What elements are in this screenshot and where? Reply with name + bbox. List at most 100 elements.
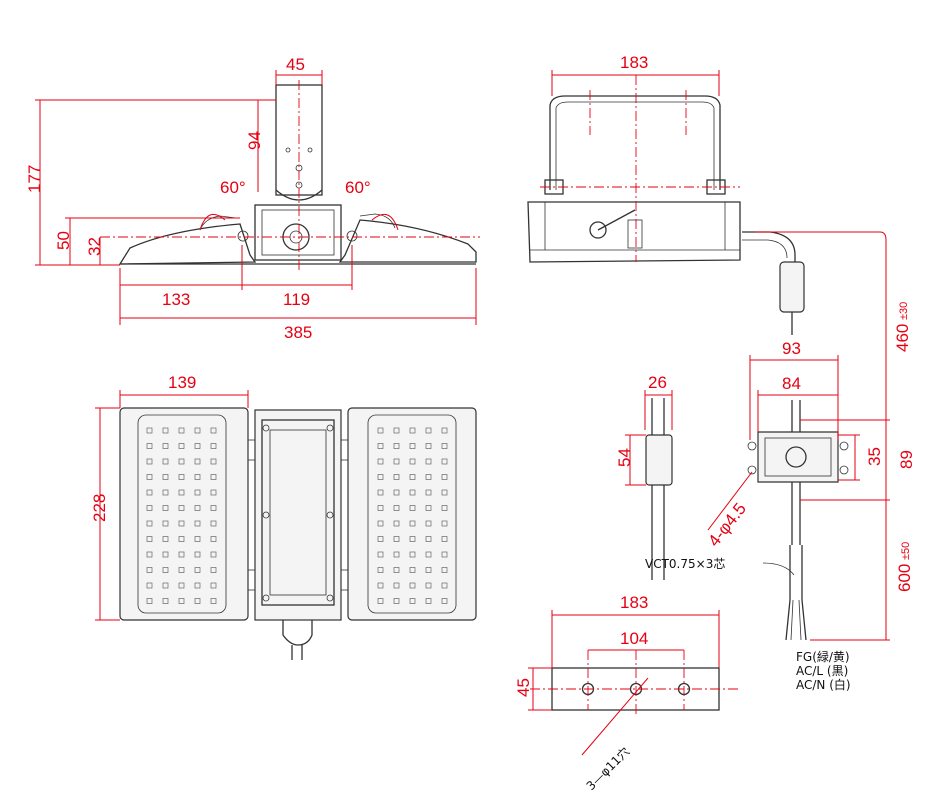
led-cell xyxy=(425,489,432,496)
led-cell xyxy=(162,567,169,573)
wire-acn-note: AC/N (白) xyxy=(796,677,851,692)
led-cell xyxy=(162,520,169,527)
bottom-view xyxy=(119,407,477,660)
led-cell xyxy=(393,551,400,558)
led-cell xyxy=(210,474,217,480)
led-cell xyxy=(377,520,384,527)
led-cell xyxy=(393,427,400,434)
bottom-dimension-lines xyxy=(95,390,249,621)
led-cell xyxy=(377,567,384,573)
led-cell xyxy=(425,474,432,480)
led-cell xyxy=(393,536,400,542)
led-cell xyxy=(377,443,384,449)
led-cell xyxy=(146,520,153,527)
led-cell xyxy=(409,582,416,589)
led-cell xyxy=(146,474,153,480)
led-cell xyxy=(210,458,217,465)
led-cell xyxy=(178,582,185,589)
led-cell xyxy=(425,536,432,542)
led-cell xyxy=(441,458,448,465)
led-cell xyxy=(210,427,217,434)
led-cell xyxy=(425,567,432,573)
led-cell xyxy=(146,489,153,496)
led-cell xyxy=(409,598,416,604)
led-cell xyxy=(409,551,416,558)
led-cell xyxy=(178,567,185,573)
front-dimension-lines xyxy=(35,70,477,325)
led-cell xyxy=(162,551,169,558)
box-dim-holes: 4-φ4.5 xyxy=(704,499,750,550)
led-cell xyxy=(409,567,416,573)
led-cell xyxy=(210,567,217,573)
led-cell xyxy=(393,582,400,589)
led-cell xyxy=(162,536,169,542)
led-cell xyxy=(194,536,201,542)
bracket-dim-45: 45 xyxy=(514,678,533,697)
led-grid-right xyxy=(377,427,448,604)
led-cell xyxy=(425,551,432,558)
led-cell xyxy=(441,536,448,542)
box-dim-89: 89 xyxy=(897,450,916,469)
led-cell xyxy=(162,427,169,434)
bracket-view xyxy=(530,650,738,715)
cable-spec-note: VCT0.75×3芯 xyxy=(645,557,725,571)
led-cell xyxy=(194,443,201,449)
led-cell xyxy=(146,551,153,558)
led-cell xyxy=(194,551,201,558)
led-cell xyxy=(377,505,384,511)
led-cell xyxy=(162,458,169,465)
led-cell xyxy=(377,427,384,434)
led-cell xyxy=(393,489,400,496)
led-cell xyxy=(409,520,416,527)
led-cell xyxy=(210,551,217,558)
led-cell xyxy=(146,567,153,573)
led-cell xyxy=(194,598,201,604)
led-cell xyxy=(146,582,153,589)
dim-angle-right: 60° xyxy=(345,178,371,197)
bottom-dim-228: 228 xyxy=(90,494,109,522)
led-cell xyxy=(178,427,185,434)
led-cell xyxy=(377,598,384,604)
led-cell xyxy=(441,582,448,589)
box-dim-93: 93 xyxy=(782,339,801,358)
led-cell xyxy=(178,551,185,558)
led-cell xyxy=(393,443,400,449)
junction-box-view xyxy=(747,400,849,641)
led-cell xyxy=(425,598,432,604)
connector-dim-26: 26 xyxy=(648,373,667,392)
wire-fg-note: FG(緑/黄) xyxy=(796,649,850,664)
led-cell xyxy=(425,427,432,434)
led-cell xyxy=(409,443,416,449)
side-dimension-lines xyxy=(551,70,887,420)
led-cell xyxy=(409,489,416,496)
led-cell xyxy=(194,582,201,589)
led-cell xyxy=(162,489,169,496)
led-cell xyxy=(377,489,384,496)
led-cell xyxy=(441,474,448,480)
led-cell xyxy=(441,505,448,511)
led-cell xyxy=(178,536,185,542)
junction-box-dimension-lines xyxy=(707,355,890,641)
led-cell xyxy=(393,520,400,527)
dim-45: 45 xyxy=(286,55,305,74)
led-cell xyxy=(409,474,416,480)
bracket-dim-104: 104 xyxy=(620,629,648,648)
led-cell xyxy=(377,458,384,465)
bracket-holes-note: 3—φ11穴 xyxy=(583,744,632,793)
front-view xyxy=(100,80,480,270)
led-cell xyxy=(393,567,400,573)
bracket-dimension-lines xyxy=(528,610,720,756)
led-cell xyxy=(210,489,217,496)
led-cell xyxy=(409,536,416,542)
dim-angle-left: 60° xyxy=(220,178,246,197)
dim-32: 32 xyxy=(85,237,104,256)
led-cell xyxy=(393,474,400,480)
led-cell xyxy=(178,458,185,465)
led-cell xyxy=(194,474,201,480)
led-cell xyxy=(210,536,217,542)
led-cell xyxy=(194,489,201,496)
led-cell xyxy=(162,582,169,589)
led-cell xyxy=(409,458,416,465)
dim-600-tolerance: ±50 xyxy=(900,542,912,560)
connector-view xyxy=(645,398,673,580)
